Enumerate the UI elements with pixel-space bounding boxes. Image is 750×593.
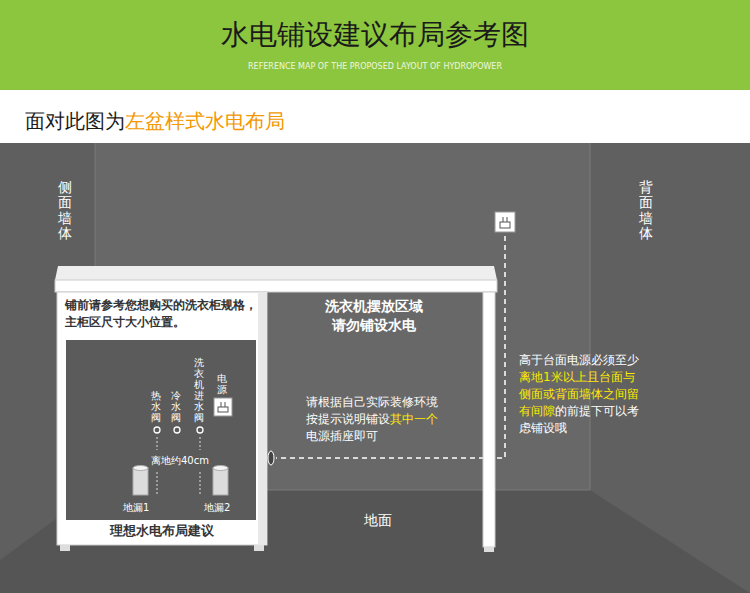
label: 电源 — [217, 373, 227, 395]
back-wall — [0, 143, 750, 593]
label: 洗衣机进水阀 — [194, 357, 204, 423]
cabinet-side — [258, 292, 267, 545]
label: 地面 — [364, 512, 392, 530]
label: 背面墙体 — [639, 180, 653, 242]
outlet-prong — [221, 402, 222, 407]
floor-drain-top — [133, 466, 148, 471]
floor-drain — [133, 468, 148, 495]
counter-leg-foot — [484, 547, 494, 552]
note-text: 左盆样式水电布局 — [125, 109, 285, 133]
note-text: 高于台面电源必须至少 — [519, 353, 639, 367]
label: 地漏2 — [202, 501, 232, 515]
valve — [197, 427, 203, 433]
floor-drain-top — [213, 466, 228, 471]
wall-outlet — [495, 212, 515, 232]
heading: 面对此图为左盆样式水电布局 — [25, 107, 475, 135]
cabinet-box: 铺前请参考您想购买的洗衣柜规格，主柜区尺寸大小位置。理想水电布局建议 — [57, 292, 267, 545]
countertop-top — [55, 266, 497, 280]
outlet-prong — [503, 217, 504, 222]
label: 洗衣机摆放区域 请勿铺设水电 — [318, 297, 430, 335]
cabinet-inner — [66, 340, 256, 520]
install-note: 请根据自己实际装修环境按提示说明铺设其中一个电源插座即可 — [306, 394, 444, 445]
green-band — [0, 0, 750, 90]
counter-leg — [483, 292, 495, 547]
floor-drain — [213, 468, 228, 495]
note-text: 面对此图为 — [25, 109, 125, 133]
label: 侧面墙体 — [58, 180, 72, 242]
dotted-guide — [200, 472, 201, 494]
valve — [154, 427, 160, 433]
countertop-front — [55, 280, 497, 292]
outlet-prong — [507, 217, 508, 222]
valve — [174, 427, 180, 433]
cabinet-leg — [60, 545, 70, 551]
dotted-guide — [200, 437, 201, 450]
cabinet-outlet — [214, 398, 232, 416]
label: 冷水阀 — [171, 390, 181, 423]
label: 地漏1 — [121, 501, 151, 515]
label: REFERENCE MAP OF THE PROPOSED LAYOUT OF … — [0, 62, 750, 71]
wall-corner — [590, 143, 591, 490]
cabinet-note: 铺前请参考您想购买的洗衣柜规格，主柜区尺寸大小位置。 — [65, 297, 259, 331]
side-socket — [268, 451, 274, 465]
label: 热水阀 — [151, 390, 161, 423]
cabinet-frame — [57, 292, 267, 545]
label: 离地约40cm — [149, 454, 211, 468]
outlet-plug — [500, 222, 510, 228]
note-text: 其中一个 — [390, 412, 438, 426]
title: 水电铺设建议布局参考图 — [0, 16, 750, 54]
dotted-guide — [157, 437, 158, 450]
cabinet-caption: 理想水电布局建议 — [57, 522, 267, 540]
outlet-prong — [225, 402, 226, 407]
note-text: 电源插座即可 — [306, 429, 378, 443]
cabinet-leg — [254, 545, 264, 551]
dotted-guide — [157, 472, 158, 494]
outlet-plug — [218, 407, 228, 412]
height-note: 高于台面电源必须至少离地1米以上且台面与侧面或背面墙体之间留有间隙的前提下可以考… — [519, 352, 643, 437]
white-band — [0, 90, 750, 143]
